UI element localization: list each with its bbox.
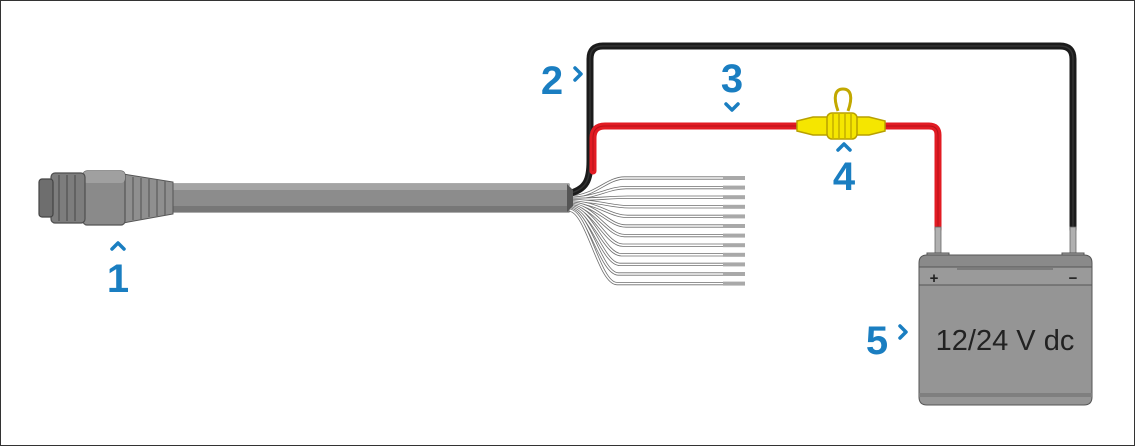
signal-wire-tip [723, 272, 745, 276]
callout-2-arrow-icon [573, 66, 583, 82]
callout-5: 5 [866, 319, 908, 363]
callout-4-arrow-icon [836, 142, 852, 152]
signal-wire-tip [723, 224, 745, 228]
signal-wire-core [568, 209, 723, 285]
callout-3-arrow-icon [724, 102, 740, 112]
red-wire-battery-side [877, 122, 942, 233]
callout-3: 3 [721, 57, 743, 112]
signal-wire-tip [723, 252, 745, 257]
red-wire-tip [934, 226, 942, 256]
black-wire [563, 42, 1077, 233]
power-data-cable [172, 183, 573, 213]
callout-1-number: 1 [107, 257, 129, 301]
negative-terminal-sign: − [1069, 270, 1078, 287]
signal-wire-tip [723, 243, 745, 248]
signal-wire-tip [723, 233, 745, 238]
battery-voltage-label: 12/24 V dc [936, 325, 1075, 357]
signal-wire-tip [723, 281, 745, 286]
callout-4: 4 [833, 142, 856, 199]
callout-1-arrow-icon [110, 241, 126, 251]
positive-terminal-sign: + [930, 270, 939, 287]
signal-wire-tip [723, 204, 745, 209]
signal-wires [568, 176, 745, 286]
signal-wire-tip [723, 262, 745, 267]
callout-5-arrow-icon [898, 324, 908, 340]
fuse-holder [796, 87, 886, 140]
battery [918, 252, 1093, 406]
callout-2-number: 2 [541, 59, 563, 103]
signal-wire-tip [723, 176, 745, 180]
signal-wire-tip [723, 185, 745, 190]
callout-2: 2 [541, 59, 583, 103]
signal-wire-tip [723, 214, 745, 219]
red-wire [589, 122, 805, 175]
callout-5-number: 5 [866, 319, 888, 363]
black-wire-tip [1069, 226, 1077, 256]
callout-4-number: 4 [833, 155, 856, 199]
callout-1: 1 [107, 241, 129, 301]
cable-connector [38, 170, 174, 226]
signal-wire-tip [723, 195, 745, 200]
callout-3-number: 3 [721, 57, 743, 101]
